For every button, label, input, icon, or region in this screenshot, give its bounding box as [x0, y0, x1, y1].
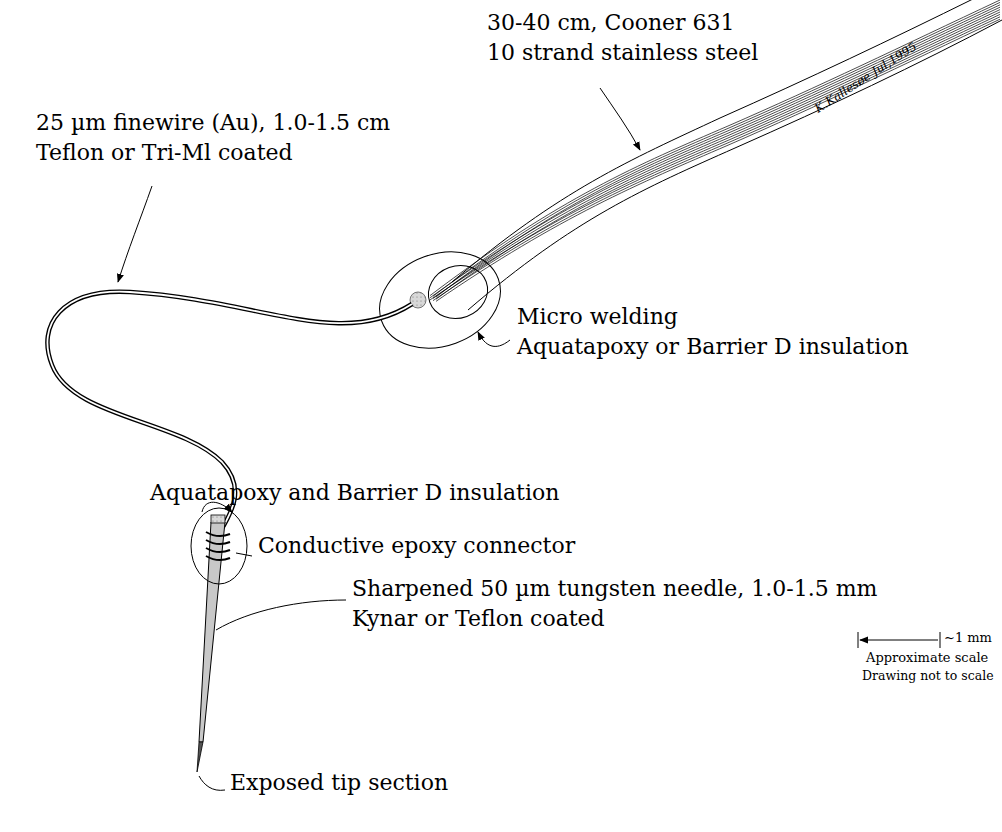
exposed-tip	[197, 742, 203, 772]
weld-insulation	[366, 236, 514, 365]
cable-end	[421, 257, 495, 326]
tungsten-needle	[199, 522, 225, 742]
leader-line	[478, 332, 510, 346]
weld-label: Micro welding	[517, 304, 678, 330]
scale-bar	[860, 640, 938, 641]
leader-line	[118, 186, 152, 282]
scale-tick	[858, 632, 859, 648]
insulation-label: Aquatapoxy and Barrier D insulation	[150, 480, 559, 506]
cable-sheath	[468, 20, 1002, 310]
needle-top	[211, 515, 225, 523]
cable-strand	[433, 2, 1000, 296]
scale-note: Drawing not to scale	[862, 668, 994, 683]
leader-line	[199, 776, 225, 790]
cable-strand	[430, 0, 1000, 296]
coil-winding	[206, 556, 230, 560]
wire-label: Teflon or Tri-Ml coated	[36, 140, 293, 166]
connector-label: Conductive epoxy connector	[258, 533, 575, 559]
cable-label: 10 strand stainless steel	[487, 40, 758, 66]
tip-label: Exposed tip section	[230, 770, 448, 796]
cable-strand	[436, 5, 1000, 297]
needle-label: Sharpened 50 µm tungsten needle, 1.0-1.5…	[352, 576, 877, 602]
scale-tick	[940, 632, 941, 648]
wire-label: 25 µm finewire (Au), 1.0-1.5 cm	[36, 110, 390, 136]
leader-line	[236, 553, 252, 556]
weld-label: Aquatapoxy or Barrier D insulation	[517, 334, 909, 360]
coil-winding	[206, 548, 230, 552]
wire-coil	[206, 532, 230, 560]
cable-strand	[430, 7, 1000, 298]
cable-strand	[436, 12, 1000, 299]
scale-label: ~1 mm	[944, 630, 992, 646]
cable-strand	[433, 17, 1000, 301]
needle-label: Kynar or Teflon coated	[352, 606, 605, 632]
cable-sheath	[452, 0, 975, 282]
scale-note: Approximate scale	[866, 650, 988, 666]
cable-strand	[430, 14, 1000, 300]
connector-insulation	[191, 508, 247, 584]
cable-strand	[436, 19, 1000, 301]
cable-strands	[430, 0, 1000, 301]
leader-line	[600, 88, 640, 150]
cable-label: 30-40 cm, Cooner 631	[487, 10, 735, 36]
cable-strand	[433, 10, 1000, 299]
coil-winding	[206, 532, 230, 536]
leader-line	[216, 600, 346, 630]
coil-winding	[206, 540, 230, 544]
